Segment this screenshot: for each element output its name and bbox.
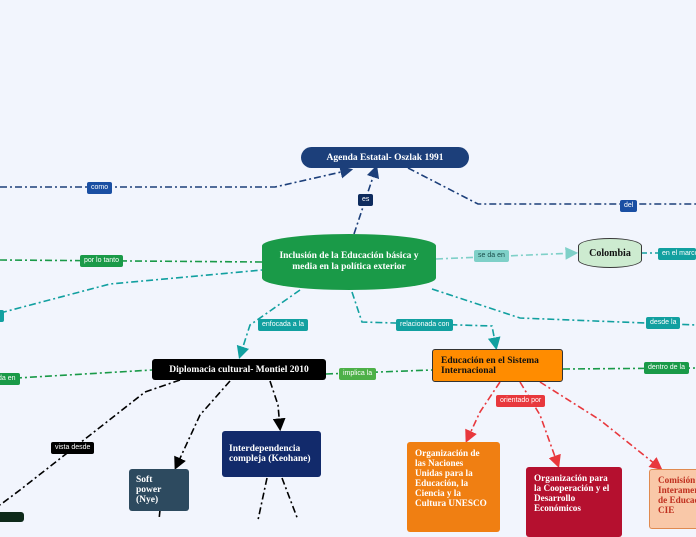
label-se-da-en: se da en <box>474 250 509 262</box>
edge-da-en <box>0 369 153 380</box>
label-es: es <box>358 194 374 206</box>
node-soft-power[interactable]: Soft power (Nye) <box>129 469 189 511</box>
edge-enfocada-a-la <box>236 289 301 360</box>
node-cie[interactable]: Comisión Interamericana de Educación CIE <box>649 469 696 529</box>
node-colombia[interactable]: Colombia <box>578 238 642 268</box>
node-interdependencia-compleja-text: Interdependencia compleja (Keohane) <box>229 444 311 464</box>
node-educacion-sistema-internacional[interactable]: Educación en el Sistema Internacional <box>432 349 563 382</box>
label-orientado-por: orientado por <box>496 395 546 407</box>
label-relacionada-con: relacionada con <box>396 319 454 331</box>
node-agenda-estatal[interactable]: Agenda Estatal- Oszlak 1991 <box>301 147 469 168</box>
label-vista-desde: vista desde <box>51 442 95 454</box>
edge-como <box>0 165 354 188</box>
node-colombia-text: Colombia <box>589 247 631 259</box>
edge-desde-la <box>431 288 696 326</box>
edge-por-lo-tanto <box>0 259 263 263</box>
node-offscreen-bottom-left[interactable] <box>0 512 24 522</box>
node-educacion-sistema-internacional-text: Educación en el Sistema Internacional <box>441 355 539 376</box>
label-left-stub <box>0 310 4 322</box>
edge-interdependencia <box>269 380 286 432</box>
edge-left-lower <box>0 269 263 314</box>
node-agenda-estatal-text: Agenda Estatal- Oszlak 1991 <box>326 152 444 163</box>
label-como: como <box>87 182 113 194</box>
connector-layer <box>0 164 696 520</box>
label-en-el-marco: en el marco <box>658 248 696 260</box>
label-del: del <box>620 200 638 212</box>
label-implica-la: implica la <box>339 368 377 380</box>
node-ocde[interactable]: Organización para la Cooperación y el De… <box>526 467 622 537</box>
node-central-topic[interactable]: Inclusión de la Educación básica y media… <box>262 234 436 290</box>
edge-del <box>407 167 696 205</box>
node-cie-text: Comisión Interamericana de Educación CIE <box>658 475 696 515</box>
edge-orientado-cie <box>539 381 663 470</box>
node-unesco-text: Organización de las Naciones Unidas para… <box>415 448 487 508</box>
label-dentro-de-la: dentro de la <box>644 362 689 374</box>
node-soft-power-text: Soft power (Nye) <box>136 475 162 505</box>
edge-se-da-en <box>435 247 579 260</box>
node-diplomacia-cultural[interactable]: Diplomacia cultural- Montiel 2010 <box>152 359 326 380</box>
node-central-topic-text: Inclusión de la Educación básica y media… <box>279 251 419 272</box>
node-diplomacia-cultural-text: Diplomacia cultural- Montiel 2010 <box>169 364 309 375</box>
label-da-en: da en <box>0 373 20 385</box>
label-enfocada-a-la: enfocada a la <box>258 319 309 331</box>
label-desde-la: desde la <box>646 317 681 329</box>
edge-inter-down-2 <box>281 477 299 520</box>
label-por-lo-tanto: por lo tanto <box>80 255 124 267</box>
edge-orientado-unesco <box>465 381 501 443</box>
node-ocde-text: Organización para la Cooperación y el De… <box>534 473 610 513</box>
edge-soft-down <box>158 509 161 520</box>
edge-inter-down-1 <box>257 477 268 520</box>
edge-soft-power <box>174 380 231 470</box>
edge-vista-desde <box>0 379 181 506</box>
node-interdependencia-compleja[interactable]: Interdependencia compleja (Keohane) <box>222 431 321 477</box>
node-unesco[interactable]: Organización de las Naciones Unidas para… <box>407 442 500 532</box>
